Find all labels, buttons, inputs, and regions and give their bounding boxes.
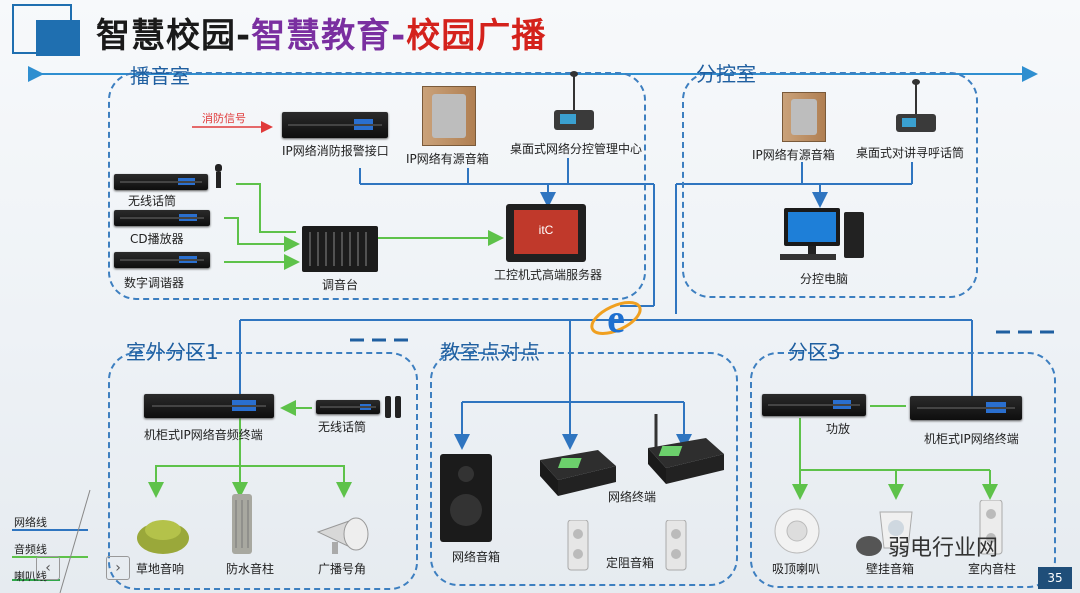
zone-outdoor-1: [108, 352, 418, 590]
zone-broadcast-room: [108, 72, 646, 300]
wireless-mic-receiver: [114, 174, 208, 190]
svg-text:itC: itC: [539, 223, 554, 237]
horn-speaker-icon: [316, 517, 369, 554]
title-part2: 智慧教育-: [251, 16, 407, 56]
legend-audio-line: 音频线: [14, 543, 47, 556]
watermark: 弱电行业网: [856, 530, 998, 562]
page-number: 35: [1038, 567, 1072, 589]
sub-pc-icon: [780, 208, 864, 260]
network-speaker-icon: [440, 454, 492, 542]
cd-player: [114, 210, 210, 226]
indoor-column-icon: [979, 500, 1003, 555]
network-hub-ie-icon: e: [590, 296, 642, 341]
server-label: 工控机式高端服务器: [494, 268, 603, 282]
zone-label-outdoor-1: 室外分区1: [126, 340, 219, 364]
zone-label-3: 分区3: [788, 340, 841, 364]
waterproof-column-label: 防水音柱: [226, 562, 275, 576]
fixed-impedance-speaker-2-icon: [665, 520, 687, 571]
desktop-control-center-label: 桌面式网络分控管理中心: [510, 142, 643, 156]
fixed-impedance-speaker-1-icon: [567, 520, 589, 571]
desktop-control-center-icon: [554, 71, 594, 130]
rack-ip-terminal-label: 机柜式IP网络终端: [924, 432, 1019, 446]
ip-active-speaker: [422, 86, 476, 146]
network-terminal-1-icon: [540, 450, 616, 496]
rack-audio-terminal: [144, 394, 274, 418]
ceiling-speaker-label: 吸顶喇叭: [772, 562, 821, 576]
digital-tuner-label: 数字调谐器: [124, 276, 185, 290]
rack-ip-terminal: [910, 396, 1022, 420]
legend-network-line: 网络线: [14, 516, 47, 529]
wireless-mic2-icon: [385, 396, 401, 418]
zone-classroom: [430, 352, 738, 586]
wireless-mic-label: 无线话筒: [128, 194, 177, 208]
desktop-intercom-label: 桌面式对讲寻呼话筒: [856, 146, 965, 160]
waterproof-column-icon: [232, 494, 252, 554]
sub-ip-speaker-label: IP网络有源音箱: [752, 148, 835, 162]
fixed-impedance-speaker-label: 定阻音箱: [606, 556, 655, 570]
fire-signal-label: 消防信号: [202, 112, 246, 125]
prev-slide-button[interactable]: ‹: [36, 556, 60, 580]
title-part1: 智慧校园-: [96, 16, 252, 56]
ip-fire-alarm-label: IP网络消防报警接口: [282, 144, 389, 158]
server-icon: itC: [506, 204, 586, 262]
zone-sub-control: [682, 72, 978, 298]
amplifier-label: 功放: [826, 422, 851, 436]
digital-tuner: [114, 252, 210, 268]
mixer-icon: [302, 226, 378, 272]
rack-audio-terminal-label: 机柜式IP网络音频终端: [144, 428, 263, 442]
wireless-mic-icon: [215, 164, 222, 188]
mixer-label: 调音台: [322, 278, 359, 292]
indoor-column-label: 室内音柱: [968, 562, 1017, 576]
ceiling-speaker-icon: [774, 508, 820, 554]
watermark-text: 弱电行业网: [888, 536, 999, 561]
ip-fire-alarm-interface: [282, 112, 388, 138]
title-square-fill: [36, 20, 80, 56]
ip-active-speaker-label: IP网络有源音箱: [406, 152, 489, 166]
wall-speaker-label: 壁挂音箱: [866, 562, 915, 576]
next-slide-button[interactable]: ›: [106, 556, 130, 580]
wireless-mic2-label: 无线话筒: [318, 420, 367, 434]
desktop-intercom-icon: [896, 79, 936, 132]
zone-label-classroom: 教室点对点: [440, 340, 540, 364]
wireless-mic2-receiver: [316, 400, 380, 414]
page-title: 智慧校园-智慧教育-校园广播: [96, 8, 546, 57]
network-terminal-label: 网络终端: [608, 490, 657, 504]
amplifier: [762, 394, 866, 416]
lawn-speaker-icon: [137, 520, 189, 554]
wechat-icon: [856, 536, 882, 556]
svg-text:e: e: [607, 296, 625, 341]
network-speaker-label: 网络音箱: [452, 550, 501, 564]
wall-speaker-icon: [879, 511, 913, 549]
network-terminal-2-icon: [648, 414, 724, 484]
horn-label: 广播号角: [318, 562, 367, 576]
zone-label-broadcast-room: 播音室: [130, 64, 190, 88]
sub-pc-label: 分控电脑: [800, 272, 849, 286]
cd-player-label: CD播放器: [130, 232, 184, 246]
lawn-speaker-label: 草地音响: [136, 562, 185, 576]
title-part3: 校园广播: [406, 16, 547, 56]
zone-label-sub-control: 分控室: [696, 62, 756, 86]
zone-3: [750, 352, 1056, 588]
sub-ip-speaker: [782, 92, 826, 142]
